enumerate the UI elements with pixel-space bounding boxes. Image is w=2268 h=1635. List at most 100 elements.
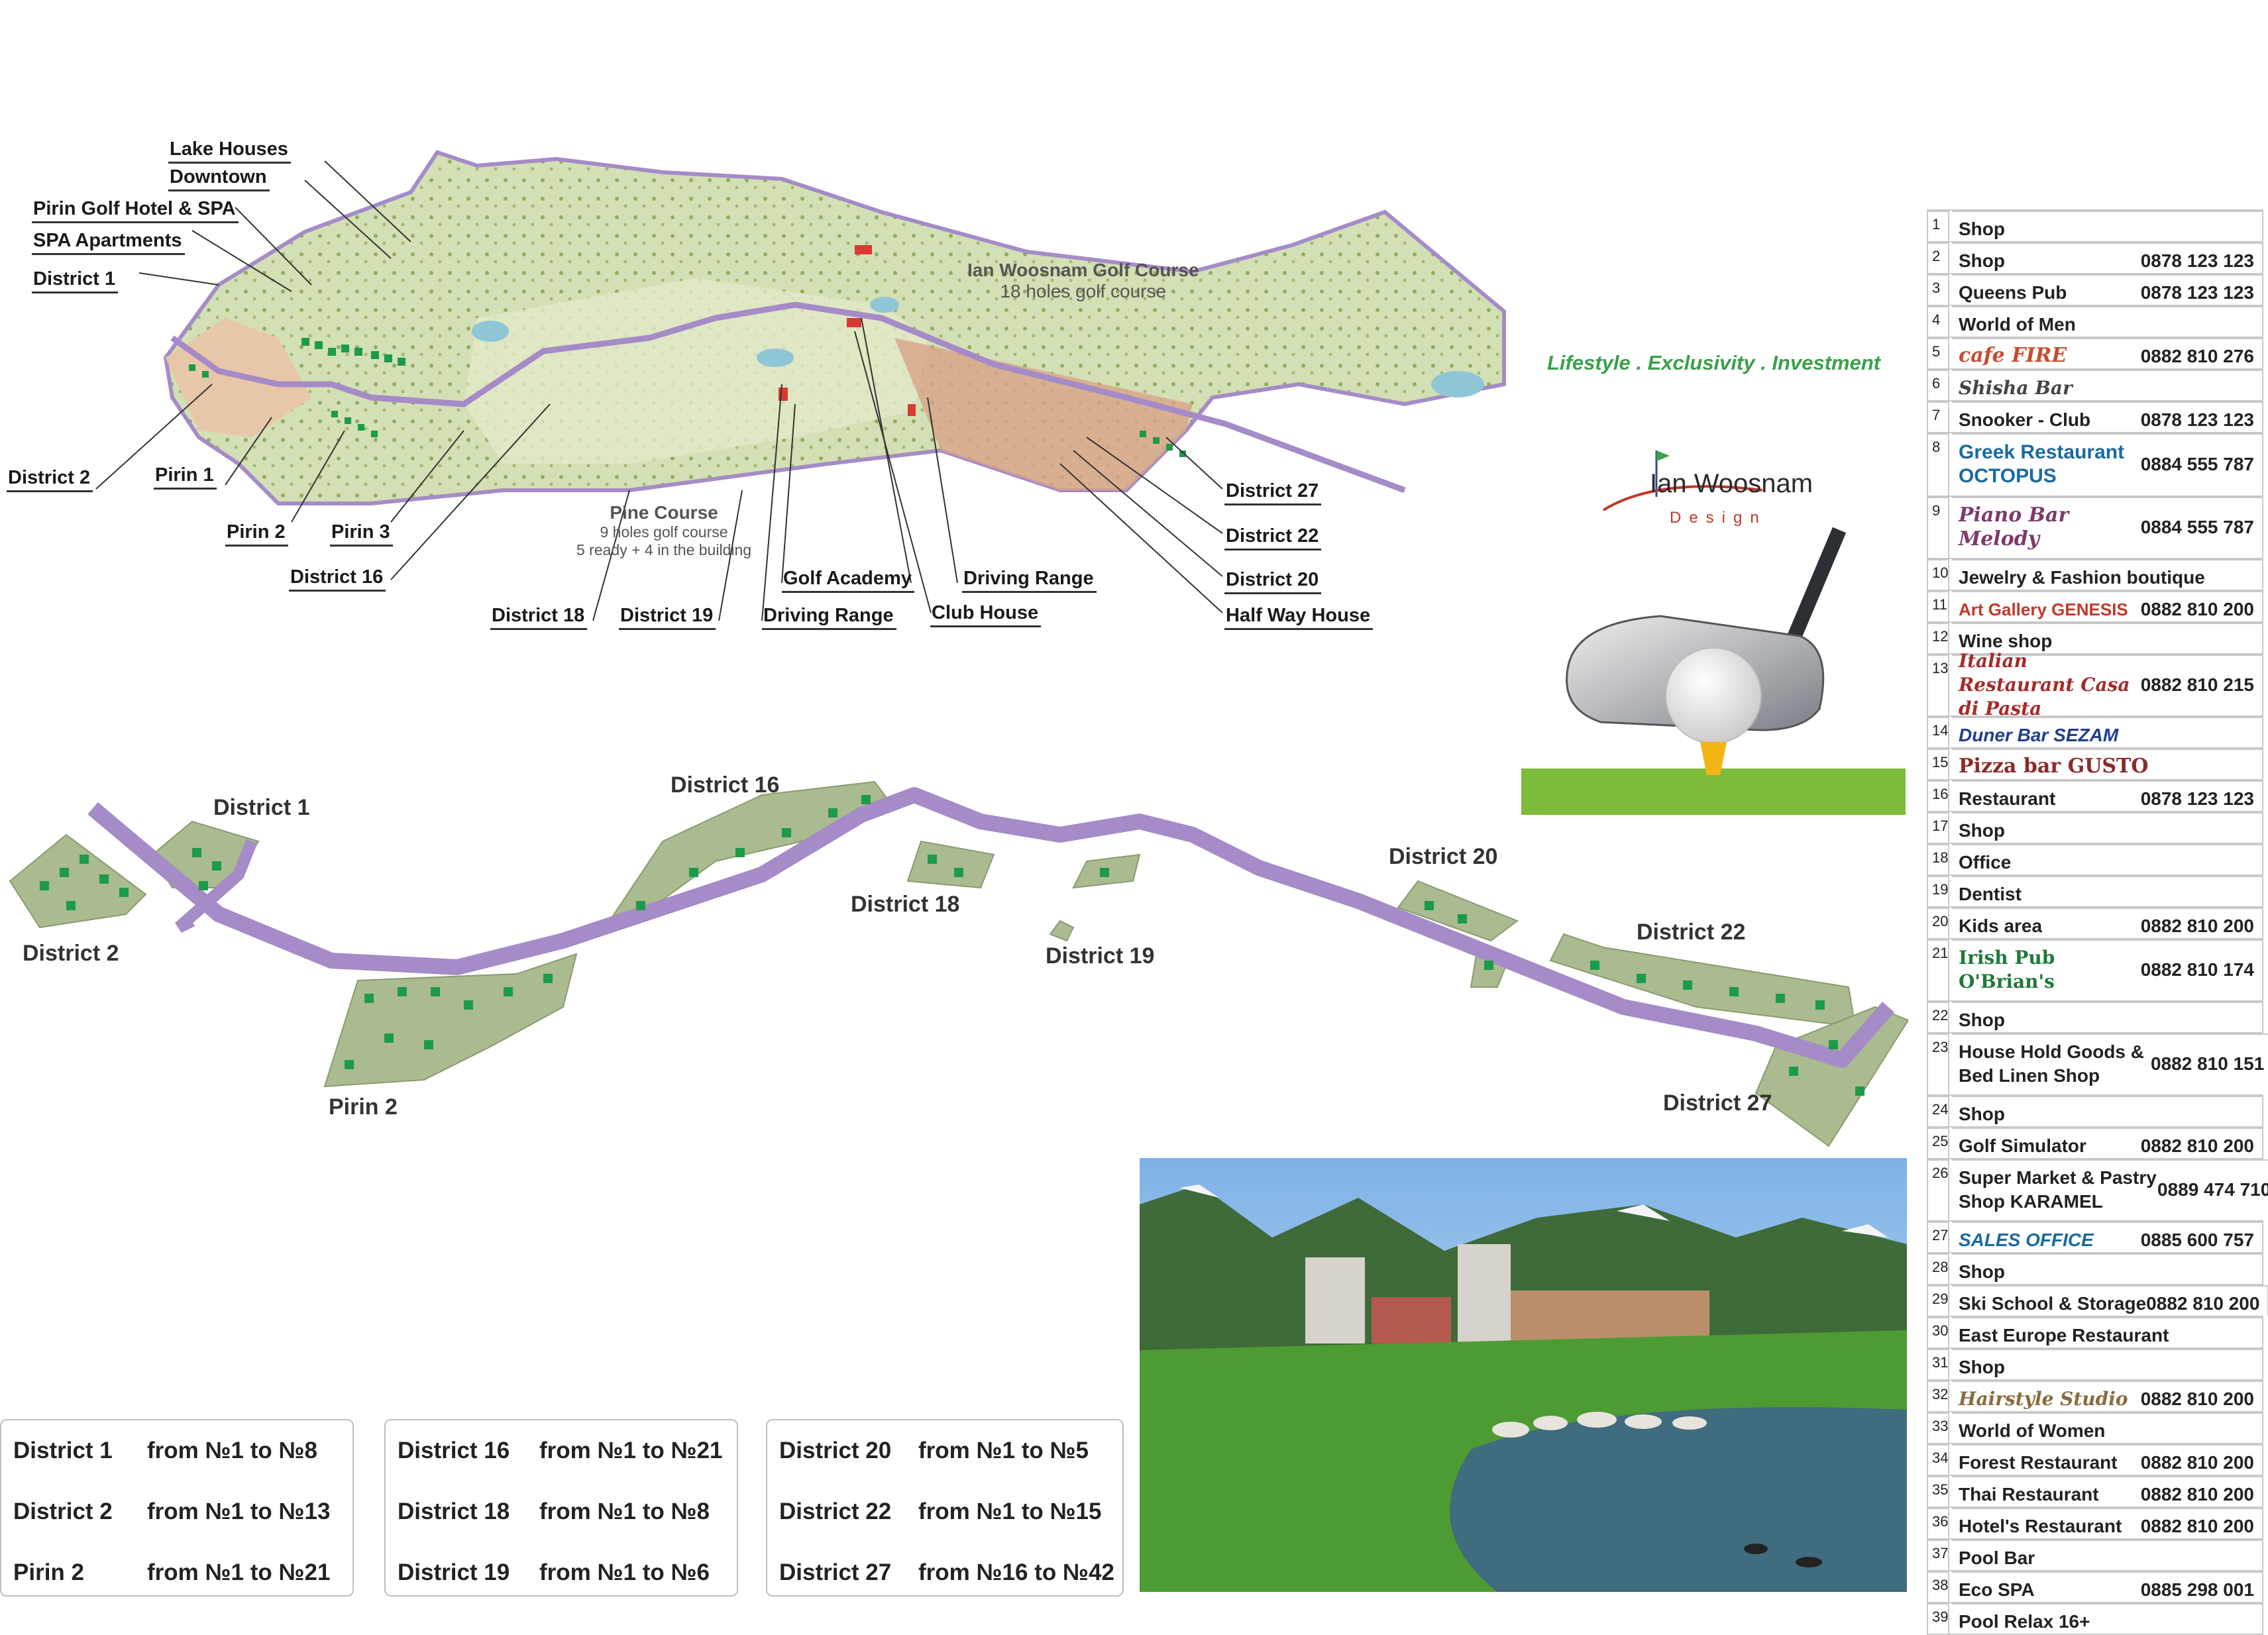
golf-academy-building xyxy=(908,404,916,416)
plot-district-20 xyxy=(1397,880,1519,942)
directory-row: 24 Shop xyxy=(1927,1096,2263,1128)
directory-name: World of Men xyxy=(1959,314,2076,335)
district-name: District 27 xyxy=(779,1559,892,1585)
directory-number: 4 xyxy=(1927,306,1949,337)
directory-row: 22 Shop xyxy=(1927,1002,2263,1033)
house-range: from №1 to №5 xyxy=(918,1438,1089,1463)
district-label-19: District 19 xyxy=(1046,943,1155,969)
callout-spa-apartments: SPA Apartments xyxy=(32,229,185,255)
directory-name: Italian Restaurant Casa di Pasta xyxy=(1959,650,2130,719)
logo-name: Ian Woosnam xyxy=(1650,469,1813,498)
callout-lake-houses: Lake Houses xyxy=(168,138,291,164)
directory-phone: 0882 810 200 xyxy=(2140,916,2254,936)
directory-number: 8 xyxy=(1927,433,1949,496)
master-plan-map xyxy=(95,150,1506,621)
directory-number: 30 xyxy=(1927,1317,1949,1347)
table-row: District 16 from №1 to №21 xyxy=(386,1420,737,1481)
directory-name: Office xyxy=(1959,852,2012,872)
directory-phone: 0885 298 001 xyxy=(2140,1579,2254,1600)
district-label-1: District 1 xyxy=(213,795,310,820)
callout-pirin-golf-hotel: Pirin Golf Hotel & SPA xyxy=(32,197,239,223)
directory-name: Hairstyle Studio xyxy=(1959,1388,2128,1410)
directory-number: 7 xyxy=(1927,401,1949,432)
directory-number: 21 xyxy=(1927,939,1949,1000)
plot-district-19b xyxy=(1049,920,1075,942)
directory-row: 6 Shisha Bar xyxy=(1927,370,2263,401)
directory-number: 14 xyxy=(1927,717,1949,747)
directory-phone: 0878 123 123 xyxy=(2140,250,2254,271)
plot-district-18 xyxy=(906,840,995,889)
house-range: from №1 to №8 xyxy=(539,1499,710,1524)
directory-number: 24 xyxy=(1927,1096,1949,1126)
directory-number: 37 xyxy=(1927,1540,1949,1570)
callout-driving-range-1: Driving Range xyxy=(762,604,896,630)
directory-number: 12 xyxy=(1927,623,1949,653)
district-label-27: District 27 xyxy=(1663,1090,1772,1116)
directory-phone: 0885 600 757 xyxy=(2140,1230,2254,1250)
directory-phone: 0882 810 200 xyxy=(2140,599,2254,619)
directory-name: Shop xyxy=(1959,1010,2005,1030)
golf-course-name: Ian Woosnam Golf Course xyxy=(967,260,1199,280)
directory-number: 16 xyxy=(1927,780,1949,811)
directory-number: 36 xyxy=(1927,1508,1949,1538)
table-row: District 2 from №1 to №13 xyxy=(1,1481,352,1542)
district-label-pirin-2: Pirin 2 xyxy=(329,1094,398,1120)
directory-number: 2 xyxy=(1927,242,1949,273)
district-table-3: District 20 from №1 to №5 District 22 fr… xyxy=(766,1419,1124,1597)
directory-number: 3 xyxy=(1927,274,1949,305)
directory-name: Pool Relax 16+ xyxy=(1959,1611,2090,1632)
table-row: Pirin 2 from №1 to №21 xyxy=(1,1542,352,1603)
directory-name: Pizza bar GUSTO xyxy=(1959,755,2149,778)
district-name: District 20 xyxy=(779,1438,892,1463)
directory-row: 12 Wine shop xyxy=(1927,623,2263,655)
directory-row: 4 World of Men xyxy=(1927,306,2263,338)
directory-phone: 0889 474 710 xyxy=(2157,1179,2268,1200)
directory-name: Shop xyxy=(1959,1357,2005,1377)
golf-ball-icon xyxy=(1665,647,1762,744)
district-table-1: District 1 from №1 to №8 District 2 from… xyxy=(0,1419,354,1597)
main-road xyxy=(170,301,1406,494)
callout-district-22: District 22 xyxy=(1224,525,1322,551)
logo-subtitle: Design xyxy=(1670,509,1767,527)
pine-course-line3: 5 ready + 4 in the building xyxy=(576,541,752,558)
directory-row: 19 Dentist xyxy=(1927,876,2263,908)
golf-course-subtitle: 18 holes golf course xyxy=(1000,281,1167,301)
directory-name: Duner Bar SEZAM xyxy=(1959,725,2119,745)
directory-name: Eco SPA xyxy=(1959,1579,2035,1600)
pine-course-name: Pine Course xyxy=(610,502,718,523)
lake xyxy=(870,297,899,313)
directory-number: 35 xyxy=(1927,1476,1949,1506)
directory-phone: 0882 810 200 xyxy=(2140,1452,2254,1473)
directory-row: 39 Pool Relax 16+ xyxy=(1927,1603,2263,1635)
golf-club-illustration xyxy=(1521,527,1906,815)
house-range: from №16 to №42 xyxy=(918,1559,1114,1585)
directory-number: 25 xyxy=(1927,1128,1949,1158)
directory-name: Ski School & Storage xyxy=(1959,1293,2147,1314)
house-range: from №1 to №13 xyxy=(147,1499,331,1524)
directory-row: 28 Shop xyxy=(1927,1253,2263,1285)
directory-name: Golf Simulator xyxy=(1959,1135,2086,1156)
callout-downtown: Downtown xyxy=(168,166,270,191)
directory-name: SALES OFFICE xyxy=(1959,1230,2094,1250)
pine-course-area xyxy=(464,278,928,464)
directory-row: 33 World of Women xyxy=(1927,1412,2263,1444)
plot-district-2 xyxy=(9,833,147,929)
directory-row: 14 Duner Bar SEZAM xyxy=(1927,717,2263,749)
directory-number: 29 xyxy=(1927,1285,1949,1316)
lake xyxy=(1431,371,1484,397)
directory-phone: 0882 810 200 xyxy=(2140,1135,2254,1156)
directory-name: Hotel's Restaurant xyxy=(1959,1516,2122,1536)
table-row: District 1 from №1 to №8 xyxy=(1,1420,352,1481)
pine-course-title: Pine Course 9 holes golf course 5 ready … xyxy=(576,502,751,559)
lake xyxy=(757,348,794,367)
ian-woosnam-logo: Ian Woosnam Design xyxy=(1597,437,1835,537)
directory-phone: 0882 810 200 xyxy=(2140,1484,2254,1504)
